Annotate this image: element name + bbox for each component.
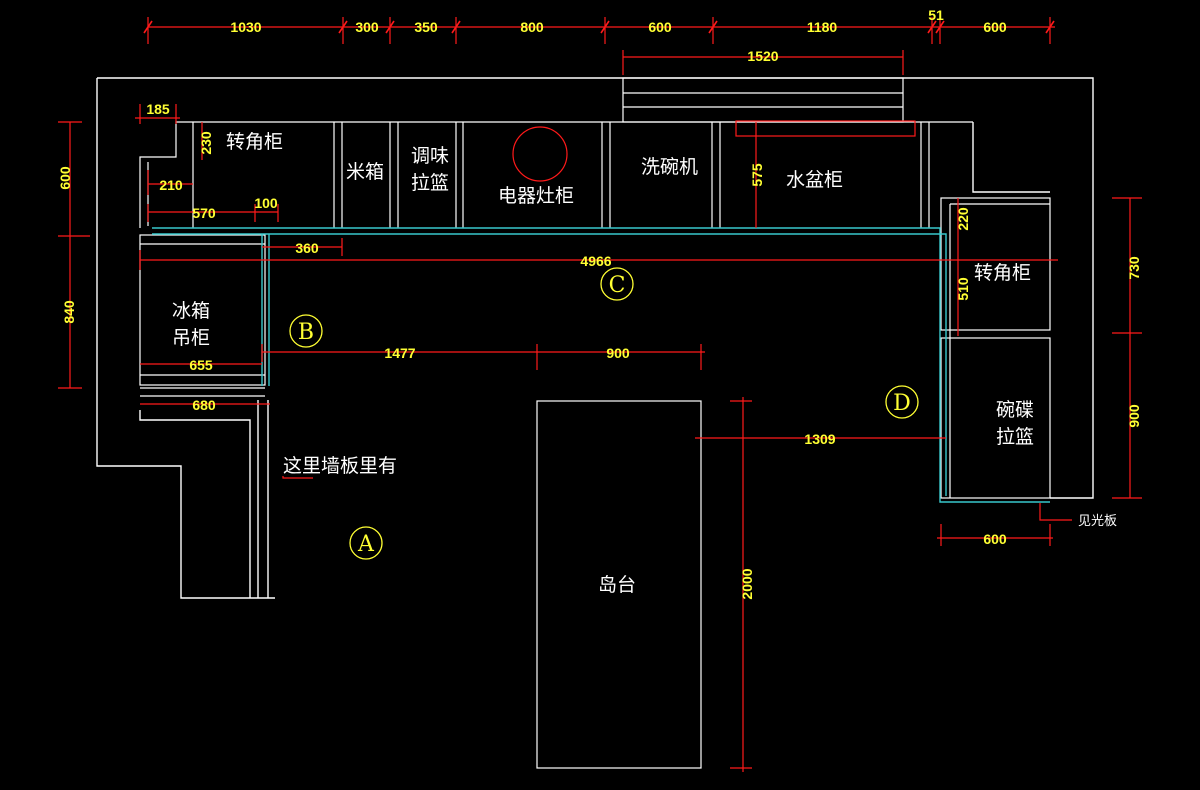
zone-c-circle [600,267,634,301]
label-stove: 电器灶柜 [498,185,574,207]
label-corner-top: 转角柜 [226,131,283,153]
top-dim-1180: 1180 [807,19,838,35]
window-dim-1520: 1520 [747,48,778,64]
zone-b: B [298,320,314,345]
dim-100: 100 [254,195,278,211]
zone-markers: A B C D [289,267,919,560]
top-dim-300: 300 [355,19,379,35]
dim-900-vertical: 900 [1126,404,1142,428]
top-dim-350: 350 [414,19,438,35]
walls [96,77,1094,599]
label-corner-right: 转角柜 [974,262,1031,284]
dim-220: 220 [955,207,971,231]
top-dimension-labels: 1030 300 350 800 600 1180 51 600 1520 [230,7,1006,64]
label-fridge-2: 吊柜 [172,327,210,349]
island [536,400,702,769]
top-dim-800: 800 [520,19,544,35]
top-dim-600: 600 [648,19,672,35]
dimension-labels: 185 230 210 570 100 360 4966 575 220 510… [57,101,1142,600]
cabinet-labels: 转角柜 米箱 调味 拉篮 电器灶柜 洗碗机 水盆柜 转角柜 冰箱 吊柜 碗碟 拉… [172,131,1117,596]
label-island: 岛台 [598,574,636,596]
top-dim-51: 51 [928,7,944,23]
countertop [152,227,1050,503]
label-fridge-1: 冰箱 [172,300,210,322]
dim-680: 680 [192,397,216,413]
top-dim-1030: 1030 [230,19,261,35]
label-dishwasher: 洗碗机 [641,156,698,178]
fridge-tall-unit [139,234,266,397]
top-cabinet-run [139,77,973,228]
dim-510: 510 [955,277,971,301]
dim-185: 185 [146,101,170,117]
dim-900-horizontal: 900 [606,345,630,361]
zone-b-circle [289,314,323,348]
dim-730: 730 [1126,256,1142,280]
zone-a-circle [349,526,383,560]
dimension-lines [58,17,1142,772]
zone-c: C [609,273,626,298]
dim-210: 210 [159,177,183,193]
label-bowl-2: 拉篮 [996,426,1034,448]
label-bowl-1: 碗碟 [996,399,1034,421]
zone-d-circle [885,385,919,419]
label-light-panel: 见光板 [1078,514,1117,529]
label-sink: 水盆柜 [786,169,843,191]
dim-4966: 4966 [580,253,611,269]
dim-570: 570 [192,205,216,221]
label-wall-note: 这里墙板里有 [283,455,397,477]
dim-600-left: 600 [57,166,73,190]
label-seasoning-2: 拉篮 [411,172,449,194]
zone-d: D [893,391,911,416]
dim-575: 575 [749,163,765,187]
dim-360: 360 [295,240,319,256]
dim-655: 655 [189,357,213,373]
dim-840: 840 [61,300,77,324]
right-cabinet-run [940,197,1051,499]
label-seasoning-1: 调味 [411,145,449,167]
dim-230: 230 [198,131,214,155]
dim-600-bottom: 600 [983,531,1007,547]
zone-a: A [357,532,375,557]
top-dim-600-right: 600 [983,19,1007,35]
dim-1309: 1309 [804,431,835,447]
hob-icon [512,126,568,182]
label-rice-box: 米箱 [346,161,384,183]
dim-2000: 2000 [739,568,755,599]
dim-1477: 1477 [384,345,415,361]
